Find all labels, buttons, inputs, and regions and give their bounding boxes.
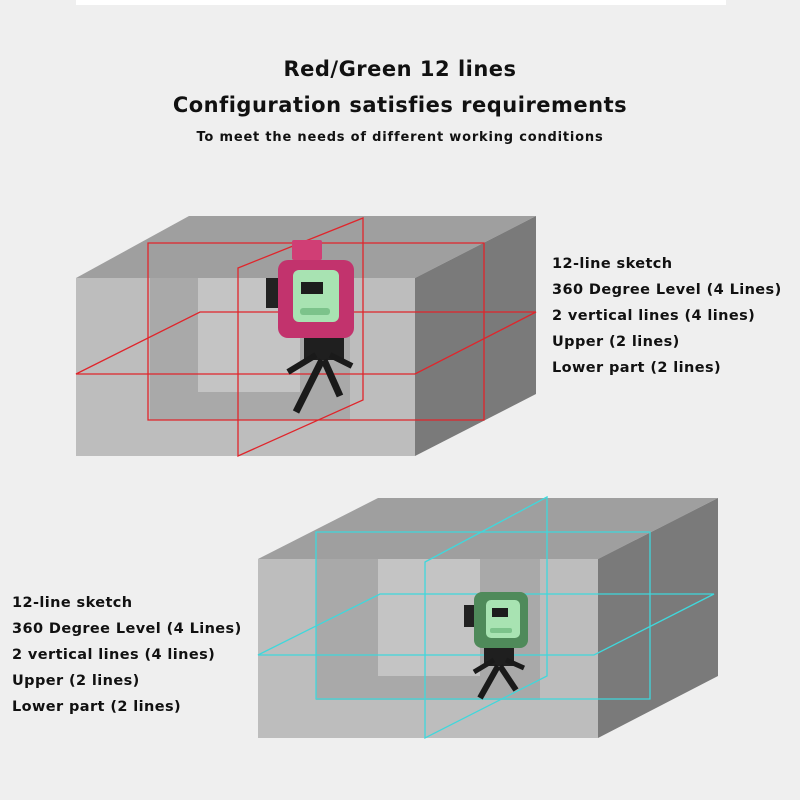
red-spec-item: 12-line sketch [552,256,673,272]
green-spec-item: Lower part (2 lines) [12,699,182,715]
red-spec-list: 12-line sketch 360 Degree Level (4 Lines… [552,251,782,381]
room-back-wall [378,559,480,676]
green-spec-list: 12-line sketch 360 Degree Level (4 Lines… [12,590,242,720]
headline-title: Red/Green 12 lines [283,57,517,81]
red-spec-item: Lower part (2 lines) [552,360,722,376]
red-spec-item: 360 Degree Level (4 Lines) [552,282,782,298]
green-spec-item: 12-line sketch [12,595,133,611]
headline-subtitle: Configuration satisfies requirements [172,93,628,117]
red-laser-level-device [266,240,354,414]
room-side-face [598,498,718,738]
vertical-laser-frame [315,531,651,700]
red-spec-item: Upper (2 lines) [552,334,680,350]
headline-tagline: To meet the needs of different working c… [196,130,604,145]
green-spec-item: Upper (2 lines) [12,673,140,689]
top-banner-strip [76,0,726,5]
side-laser-plane [424,495,548,740]
green-laser-level-device [464,592,528,700]
side-laser-plane [237,217,364,458]
green-spec-item: 360 Degree Level (4 Lines) [12,621,242,637]
horizontal-laser-plane [75,311,537,375]
horizontal-laser-plane [257,593,715,656]
vertical-laser-frame [147,242,485,421]
red-spec-item: 2 vertical lines (4 lines) [552,308,756,324]
room-side-face [415,216,536,456]
red-laser-lines [75,217,537,458]
green-laser-lines [257,495,715,740]
green-spec-item: 2 vertical lines (4 lines) [12,647,216,663]
